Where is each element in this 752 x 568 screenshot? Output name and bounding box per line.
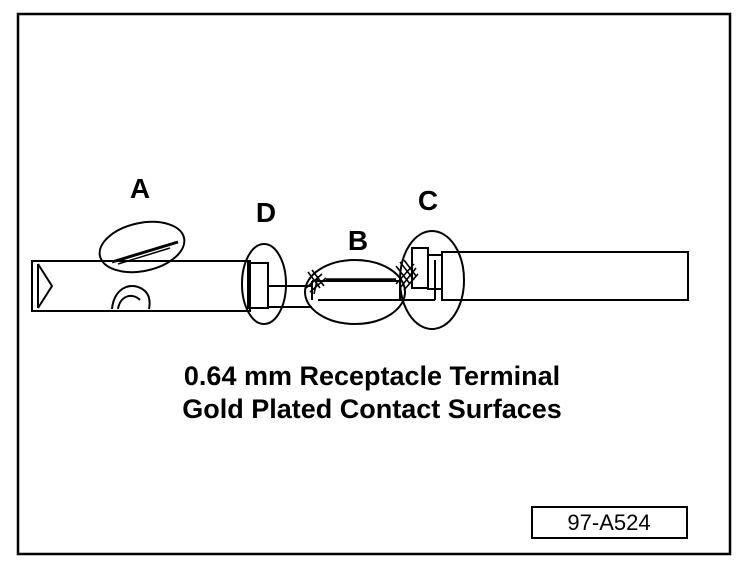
callout-ellipse-a bbox=[98, 220, 186, 274]
caption-line-1: 0.64 mm Receptacle Terminal bbox=[184, 361, 560, 391]
callout-label-d: D bbox=[256, 197, 276, 228]
terminal-left-section bbox=[31, 260, 251, 312]
terminal-middle-section bbox=[247, 260, 436, 309]
gold-plated-contacts bbox=[111, 240, 419, 295]
callout-ellipse-c bbox=[399, 230, 465, 330]
figure-id-label: 97-A524 bbox=[567, 510, 650, 535]
figure-id-box bbox=[531, 506, 688, 539]
callout-label-b: B bbox=[348, 225, 368, 256]
caption-line-2: Gold Plated Contact Surfaces bbox=[182, 394, 562, 424]
diagram-frame bbox=[16, 12, 732, 556]
terminal-right-section bbox=[411, 247, 689, 301]
callout-label-c: C bbox=[418, 185, 438, 216]
callout-label-a: A bbox=[130, 173, 150, 204]
callout-ellipse-d bbox=[241, 243, 287, 325]
callout-ellipse-b bbox=[304, 259, 406, 325]
